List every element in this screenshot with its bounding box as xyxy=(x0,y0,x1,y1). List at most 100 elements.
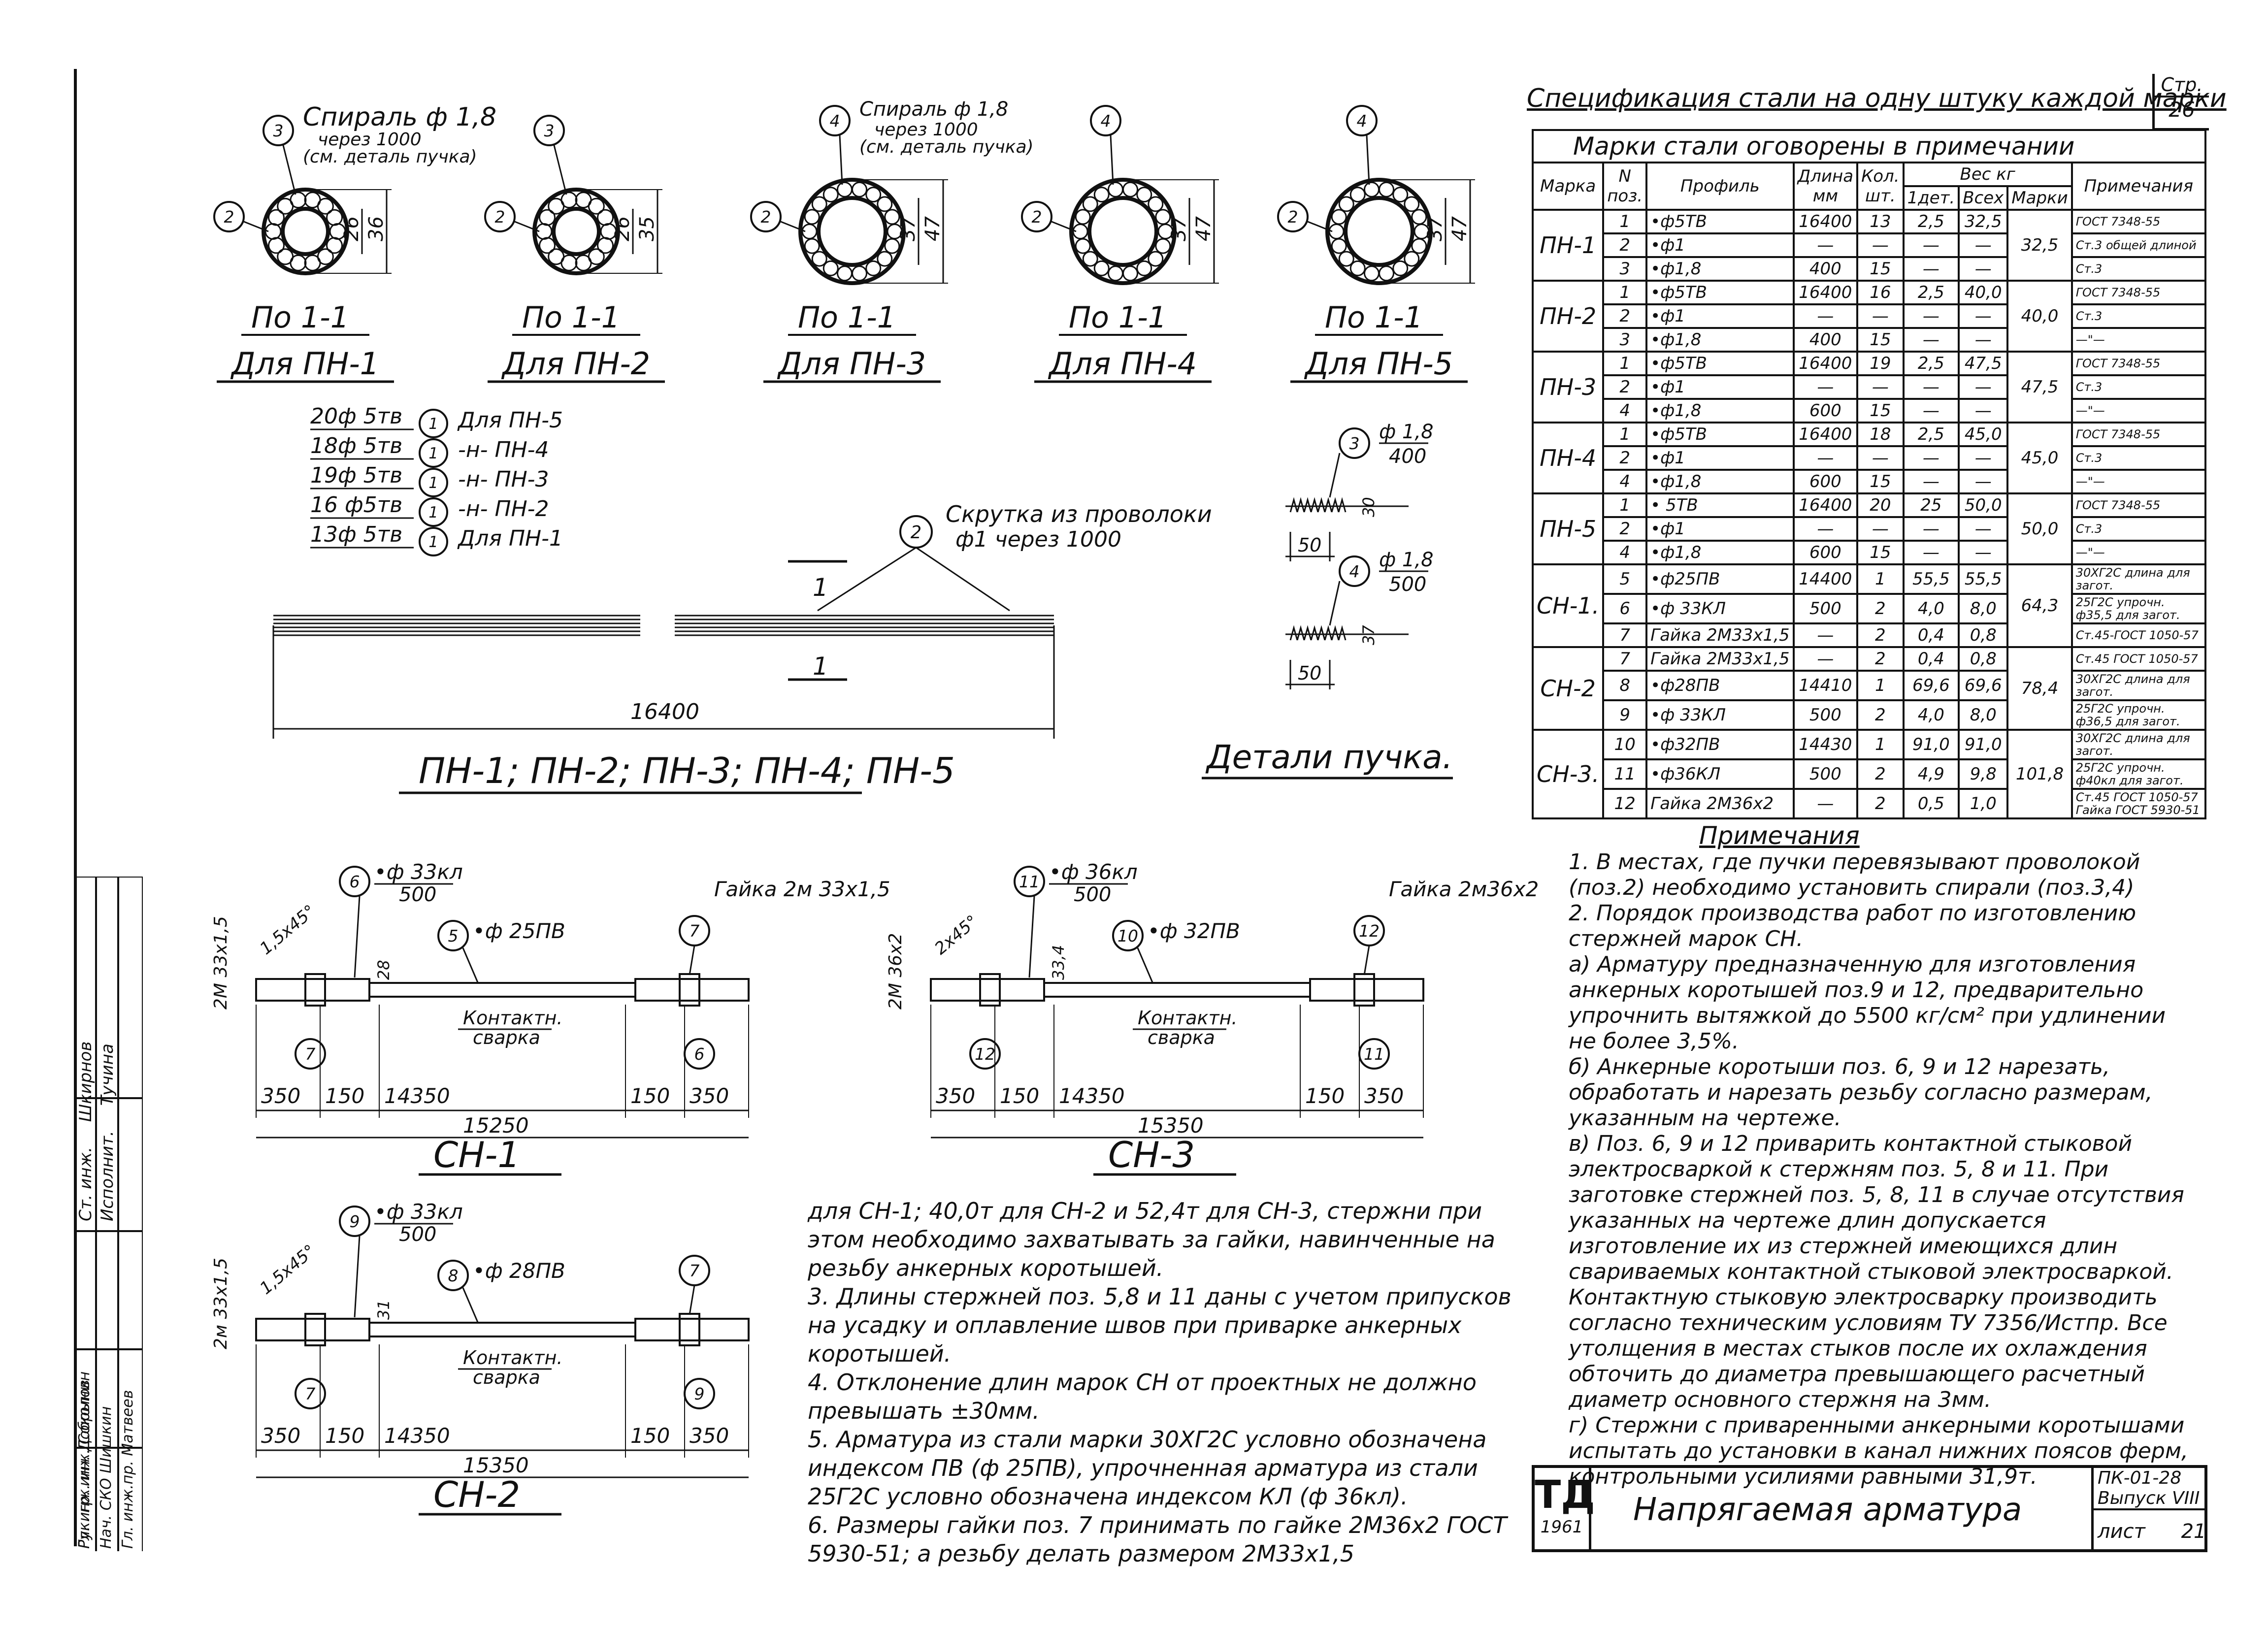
section-subtitle: Для ПН-1 xyxy=(230,346,379,382)
spec-cell-length: 500 xyxy=(1792,699,1859,731)
wire-circle xyxy=(560,192,578,209)
rod-bar xyxy=(368,1322,636,1337)
header-qty: Кол. шт. xyxy=(1856,162,1905,211)
spiral-coil xyxy=(1331,625,1340,641)
sheet-frame xyxy=(74,69,2209,1546)
rod-thread: 2м 33x1,5 xyxy=(211,1258,231,1349)
pos-bind-marker xyxy=(213,201,245,232)
stamp-year: 1961 xyxy=(1540,1517,1583,1537)
sig-name-1: Шкирнов xyxy=(76,1041,96,1122)
rod-anchor-pos xyxy=(339,1205,370,1237)
wire-circle xyxy=(1411,209,1427,225)
wire-circle xyxy=(548,248,565,265)
stamp-title: Напрягаемая арматура xyxy=(1633,1492,2022,1528)
spec-cell-note: —"— xyxy=(2071,469,2207,494)
rod-anchor-left xyxy=(255,1318,370,1341)
spec-mark: СН-2 xyxy=(1531,646,1605,731)
spec-cell-profile: •ф1,8 xyxy=(1645,540,1795,565)
dim-inner-text: 26 xyxy=(611,216,634,241)
leader xyxy=(354,1236,361,1318)
spec-cell-w-all: 0,8 xyxy=(1958,646,2009,672)
spec-cell-profile: •ф 33КЛ xyxy=(1645,699,1795,731)
stamp-issue: Выпуск VIII xyxy=(2094,1488,2207,1510)
rod-weld-1: Контактн. xyxy=(463,1007,563,1029)
spec-cell-pos: 4 xyxy=(1602,398,1648,424)
pos-bind-marker-label: 2 xyxy=(1032,207,1042,227)
wire-circle xyxy=(326,209,343,226)
note-item: для СН-1; 40,0т для СН-2 и 52,4т для СН-… xyxy=(808,1198,1495,1281)
spec-cell-w-all: 91,0 xyxy=(1958,729,2009,760)
spec-cell-qty: 15 xyxy=(1856,469,1905,494)
spec-subtitle: Марки стали оговорены в примечании xyxy=(1532,129,2206,163)
wire-circle xyxy=(822,260,839,276)
wire-circle xyxy=(1093,260,1110,276)
spiral-coil xyxy=(1296,625,1305,641)
spec-cell-pos: 11 xyxy=(1602,758,1648,790)
spec-mark: ПН-5 xyxy=(1531,492,1605,565)
rod-weld-2: сварка xyxy=(473,1027,540,1048)
pos-bind-marker xyxy=(1277,201,1309,232)
rod-total: 15250 xyxy=(463,1113,529,1138)
spec-cell-w-all: — xyxy=(1958,445,2009,471)
spec-cell-qty: 2 xyxy=(1856,646,1905,672)
spec-subtitle-row: Марки стали оговорены в примечании xyxy=(1532,129,2206,163)
rod-bar-pos-label: 10 xyxy=(1118,926,1138,945)
detail-step: 400 xyxy=(1389,445,1426,468)
spiral-ref: (см. деталь пучка) xyxy=(303,147,477,167)
spec-cell-qty: 1 xyxy=(1856,670,1905,701)
wire-circle xyxy=(1363,265,1380,282)
rod-segment-dim: 14350 xyxy=(384,1084,450,1108)
pos-bind-marker-label: 2 xyxy=(495,207,505,227)
spec-cell-profile: •ф 33КЛ xyxy=(1645,593,1795,624)
spec-cell-length: — xyxy=(1792,232,1859,258)
section-subtitle: Для ПН-2 xyxy=(501,346,650,382)
spec-cell-note: ГОСТ 7348-55 xyxy=(2071,209,2207,234)
rod-bar-pos-label: 8 xyxy=(448,1266,459,1285)
spec-mark-total: 50,0 xyxy=(2006,492,2073,565)
rod-weld-1: Контактн. xyxy=(463,1347,563,1368)
spec-mark-total: 40,0 xyxy=(2006,280,2073,353)
spec-cell-w-one: 0,5 xyxy=(1902,788,1960,819)
spec-cell-w-all: — xyxy=(1958,256,2009,282)
spec-header-row-2: 1дет. Всех Марки xyxy=(1533,185,2205,211)
notes-right: 1. В местах, где пучки перевязывают пров… xyxy=(1569,849,2199,1490)
spec-cell-pos: 9 xyxy=(1602,699,1648,731)
wire-circle xyxy=(597,237,614,254)
legend-pos-marker xyxy=(419,409,448,438)
detail-pos-marker xyxy=(1339,555,1370,587)
spec-cell-length: 400 xyxy=(1792,256,1859,282)
page-number: 26 xyxy=(2169,98,2195,122)
spec-cell-w-all: — xyxy=(1958,469,2009,494)
title-block: ТД 1961 Напрягаемая арматура ПК-01-28 Вы… xyxy=(1532,1465,2207,1552)
spec-cell-qty: 1 xyxy=(1856,729,1905,760)
spec-cell-w-all: 0,8 xyxy=(1958,622,2009,648)
wire-circle xyxy=(811,251,827,267)
sig-role-2: Исполнит. Тучина xyxy=(98,1043,117,1221)
twist-pos-marker-label: 2 xyxy=(911,522,921,543)
spec-title: Спецификация стали на одну штуку каждой … xyxy=(1527,84,2227,113)
spec-cell-w-all: 47,5 xyxy=(1958,351,2009,376)
leader xyxy=(1028,896,1035,978)
legend-pos-marker-label: 1 xyxy=(428,504,438,521)
spec-cell-w-one: 4,0 xyxy=(1902,593,1960,624)
spec-mark: ПН-1 xyxy=(1531,209,1605,282)
spec-cell-length: — xyxy=(1792,374,1859,400)
spec-cell-w-all: 50,0 xyxy=(1958,492,2009,518)
leader xyxy=(780,221,806,232)
rod-anchor-pos-bottom-label: 11 xyxy=(1364,1044,1384,1064)
header-w-one: 1дет. xyxy=(1902,185,1960,211)
spec-mark: СН-3. xyxy=(1531,729,1605,819)
rod-segment-dim: 350 xyxy=(1364,1084,1404,1108)
wire-circle xyxy=(304,254,321,271)
spec-cell-w-one: 69,6 xyxy=(1902,670,1960,701)
detail-pos-marker-label: 3 xyxy=(1349,434,1360,453)
detail-dim-h: 30 xyxy=(1359,497,1378,517)
spec-cell-length: — xyxy=(1792,646,1859,672)
